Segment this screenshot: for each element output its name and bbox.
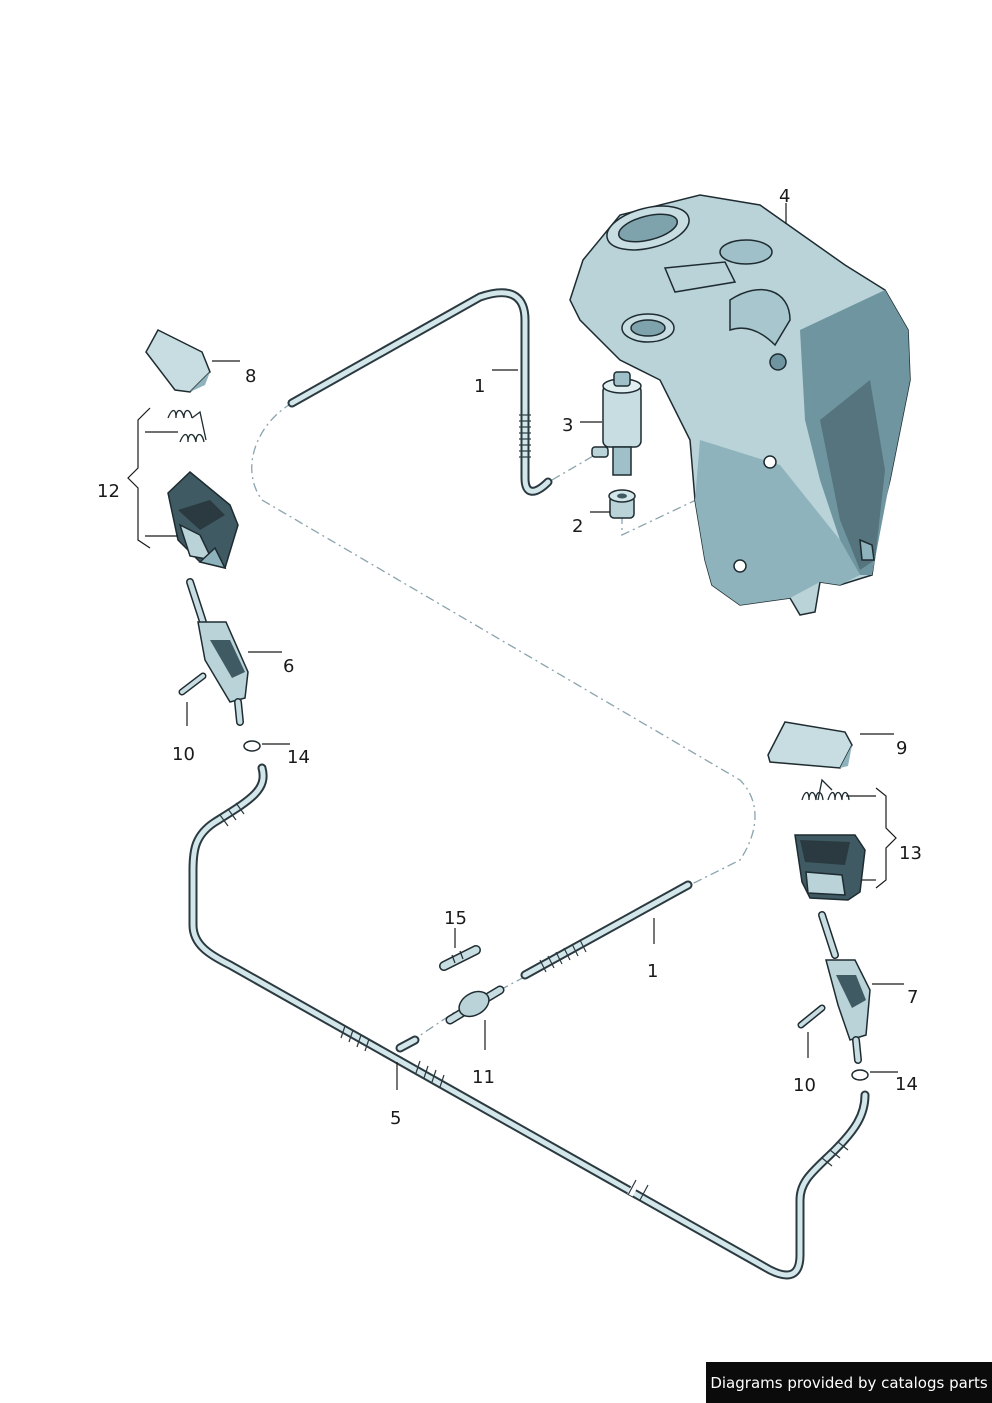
callout-8: 8 bbox=[245, 366, 256, 387]
callout-7: 7 bbox=[907, 987, 918, 1008]
screw-right bbox=[797, 1004, 826, 1029]
leader-lines bbox=[145, 203, 904, 1090]
washer-nozzle-right bbox=[818, 911, 871, 1064]
callout-3: 3 bbox=[562, 415, 573, 436]
callout-10-right: 10 bbox=[793, 1075, 816, 1096]
hose-lower-1 bbox=[520, 880, 693, 980]
callout-10-left: 10 bbox=[172, 744, 195, 765]
bracket-kit-12 bbox=[127, 407, 151, 549]
callout-1-lower: 1 bbox=[647, 961, 658, 982]
screw-left bbox=[178, 672, 207, 696]
callout-12: 12 bbox=[97, 481, 120, 502]
callout-5: 5 bbox=[390, 1108, 401, 1129]
washer-pump bbox=[591, 371, 642, 476]
callout-9: 9 bbox=[896, 738, 907, 759]
callout-2: 2 bbox=[572, 516, 583, 537]
washer-nozzle-left bbox=[186, 578, 249, 726]
hose-connector bbox=[439, 945, 481, 971]
cover-cap-left bbox=[145, 329, 211, 393]
footer-credit: Diagrams provided by catalogs parts bbox=[706, 1362, 992, 1403]
callout-15: 15 bbox=[444, 908, 467, 929]
nozzle-housing-left bbox=[167, 470, 239, 570]
callout-1-upper: 1 bbox=[474, 376, 485, 397]
spring-set-left bbox=[167, 409, 207, 443]
callout-14-right: 14 bbox=[895, 1074, 918, 1095]
bracket-kit-13 bbox=[875, 787, 897, 889]
callout-13: 13 bbox=[899, 843, 922, 864]
pump-grommet bbox=[608, 489, 636, 519]
callout-4: 4 bbox=[779, 186, 790, 207]
callout-numbers: 1 1 2 3 4 5 6 7 8 9 10 10 11 12 13 14 14… bbox=[97, 186, 922, 1129]
hose-upper-1 bbox=[287, 288, 553, 496]
o-ring-right bbox=[851, 1069, 869, 1081]
nozzle-housing-right bbox=[794, 834, 866, 901]
hose-5 bbox=[188, 763, 870, 1280]
callout-14-left: 14 bbox=[287, 747, 310, 768]
o-ring-left bbox=[243, 740, 261, 752]
t-connector bbox=[445, 985, 505, 1025]
assembly-guide-lines bbox=[251, 402, 771, 1043]
spring-set-right bbox=[801, 778, 850, 801]
cover-cap-right bbox=[767, 721, 853, 769]
callout-6: 6 bbox=[283, 656, 294, 677]
callout-11: 11 bbox=[472, 1067, 495, 1088]
washer-fluid-reservoir bbox=[569, 194, 911, 616]
